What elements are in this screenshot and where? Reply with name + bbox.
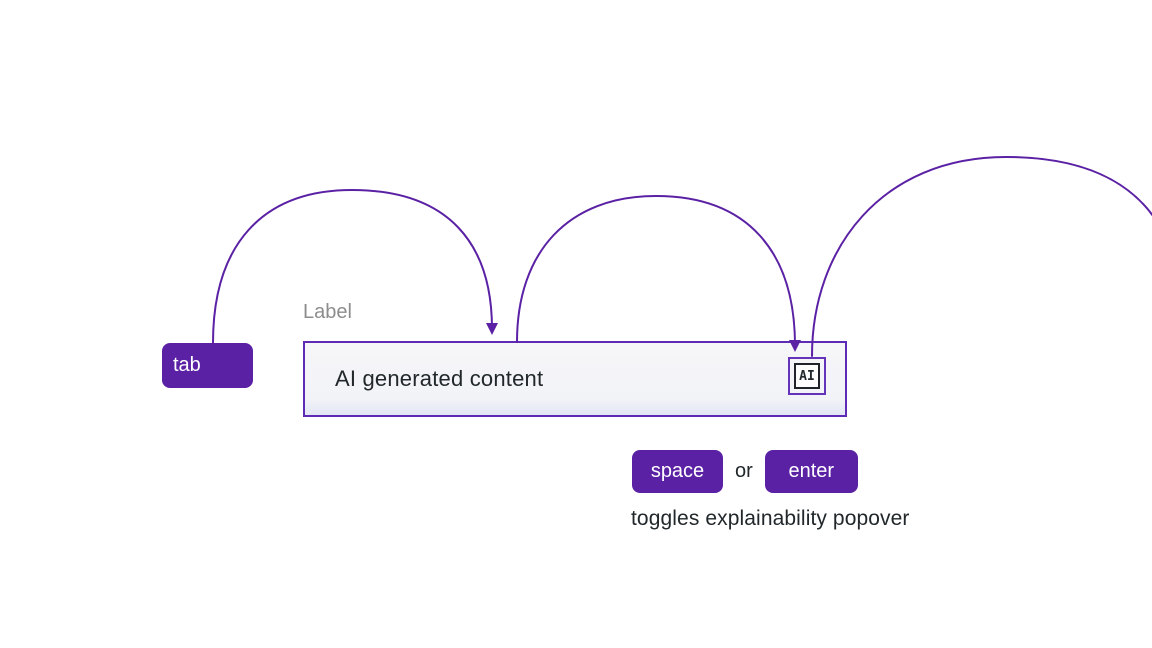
shortcut-row: space or enter [632,450,858,493]
ai-text-input[interactable]: AI generated content AI [303,341,847,417]
arc-field-to-ai-label [516,194,801,352]
field-label: Label [303,301,352,323]
arc-tab-to-field [212,188,498,344]
ai-label-icon: AI [794,363,820,389]
enter-key-badge: enter [764,450,858,493]
tab-key-badge: tab [162,343,253,388]
or-text: or [735,460,753,482]
ai-label-button[interactable]: AI [788,357,826,395]
arc-ai-label-offscreen [811,155,1152,357]
space-key-badge: space [632,450,723,493]
ai-field-value: AI generated content [335,366,544,391]
caption-text: toggles explainability popover [631,507,910,530]
